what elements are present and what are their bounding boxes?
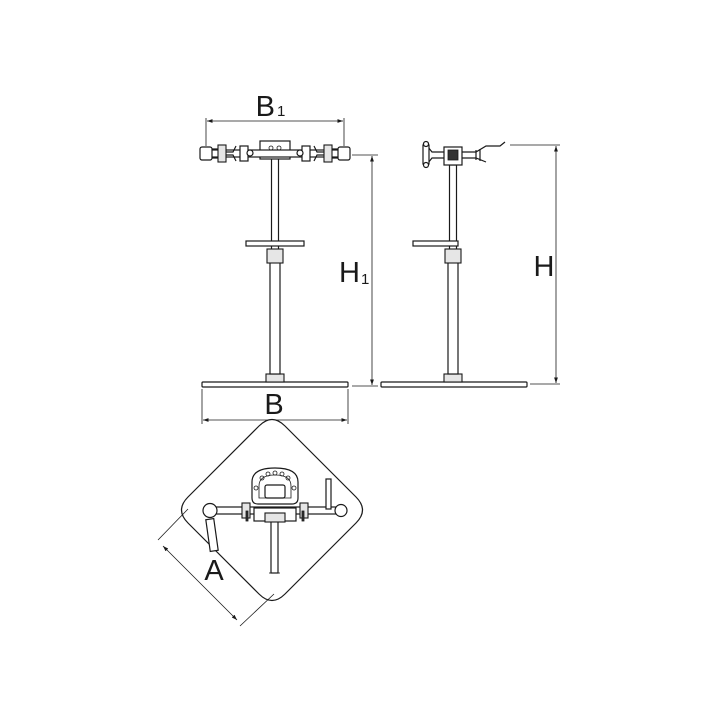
front-view bbox=[199, 140, 351, 388]
side-lower-column bbox=[447, 261, 459, 375]
side-view bbox=[380, 140, 528, 388]
label-b1: B bbox=[256, 91, 275, 123]
front-tool-tray bbox=[245, 240, 305, 247]
label-h1: H bbox=[339, 257, 360, 289]
label-h: H bbox=[534, 251, 555, 283]
front-lower-column bbox=[269, 261, 281, 375]
side-upper-column bbox=[448, 164, 458, 263]
side-tool-tray bbox=[412, 240, 459, 247]
top-tray-holes bbox=[253, 470, 297, 491]
dimension-h1: H 1 bbox=[339, 154, 378, 387]
top-column-stem bbox=[270, 514, 279, 574]
label-a: A bbox=[204, 555, 224, 587]
dimension-a: A bbox=[157, 508, 275, 627]
side-base-boss bbox=[443, 373, 463, 383]
front-column-collar bbox=[266, 248, 284, 264]
label-b1-subscript: 1 bbox=[277, 103, 285, 120]
side-column-collar bbox=[444, 248, 462, 264]
front-cross-arm bbox=[205, 149, 345, 158]
front-base-boss bbox=[265, 373, 285, 383]
dimension-b: B bbox=[201, 389, 349, 424]
dimension-b1: B 1 bbox=[205, 91, 345, 146]
side-base-plate bbox=[380, 381, 528, 388]
dimension-h: H bbox=[510, 144, 560, 385]
label-b: B bbox=[264, 389, 283, 421]
label-h1-subscript: 1 bbox=[361, 271, 369, 288]
front-base-plate bbox=[201, 381, 349, 388]
